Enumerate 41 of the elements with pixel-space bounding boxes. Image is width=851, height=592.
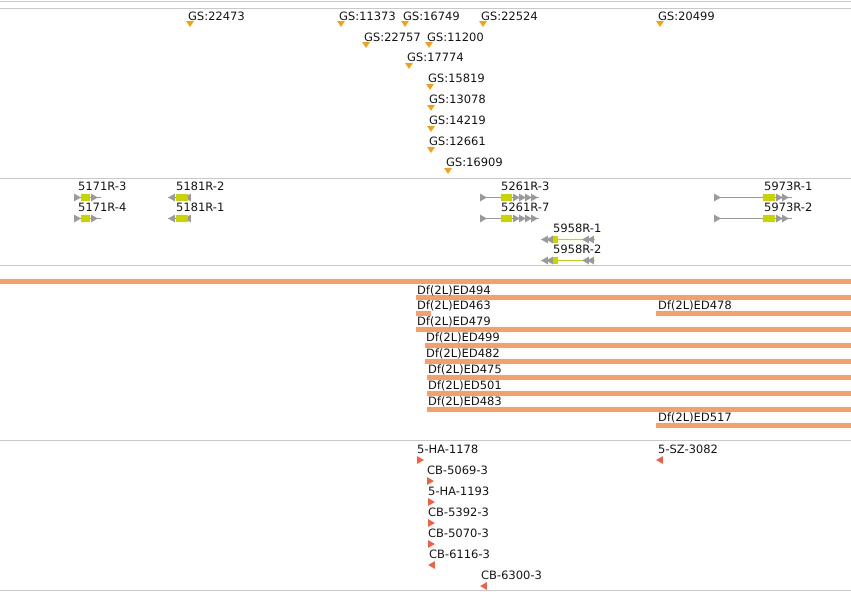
feature-label: GS:20499 <box>658 9 715 23</box>
feature-label: GS:14219 <box>429 113 486 127</box>
feature-label: 5181R-2 <box>176 179 224 193</box>
feature-label: Df(2L)ED499 <box>426 330 500 344</box>
feature-label: CB-5070-3 <box>428 526 489 540</box>
feature-label: Df(2L)ED483 <box>428 394 502 408</box>
feature-label: 5171R-4 <box>78 200 126 214</box>
feature-label: GS:16909 <box>446 155 503 169</box>
feature-label: 5261R-3 <box>501 179 550 193</box>
feature-label: CB-6300-3 <box>481 568 542 582</box>
feature-label: GS:17774 <box>407 50 464 64</box>
feature-label: 5171R-3 <box>78 179 126 193</box>
feature-label: GS:16749 <box>403 9 460 23</box>
feature-label: CB-5069-3 <box>427 463 488 477</box>
feature-label: 5181R-1 <box>176 200 224 214</box>
feature-label: GS:22524 <box>481 9 538 23</box>
feature-label: GS:12661 <box>429 134 486 148</box>
feature-label: GS:22473 <box>188 9 245 23</box>
feature-label: Df(2L)ED517 <box>658 410 732 424</box>
feature-label: 5261R-7 <box>501 200 550 214</box>
feature-label: 5-HA-1193 <box>428 484 490 498</box>
feature-label: 5973R-1 <box>764 179 812 193</box>
feature-label: Df(2L)ED501 <box>428 378 502 392</box>
feature-label: GS:11373 <box>339 9 396 23</box>
feature-label: 5973R-2 <box>764 200 812 214</box>
feature-label: GS:11200 <box>427 30 484 44</box>
feature-label: 5958R-1 <box>553 221 602 235</box>
feature-label: CB-6116-3 <box>429 547 490 561</box>
feature-label: Df(2L)ED475 <box>428 362 502 376</box>
feature-label: Df(2L)ED494 <box>417 283 491 297</box>
feature-label: GS:15819 <box>428 71 485 85</box>
feature-label: Df(2L)ED463 <box>417 298 491 312</box>
feature-label: CB-5392-3 <box>428 505 489 519</box>
feature-label: Df(2L)ED478 <box>658 298 732 312</box>
feature-label: GS:13078 <box>429 92 486 106</box>
feature-label: 5958R-2 <box>553 242 602 256</box>
feature-label: 5-SZ-3082 <box>658 442 718 456</box>
feature-label: Df(2L)ED479 <box>417 314 491 328</box>
feature-label: Df(2L)ED482 <box>426 346 500 360</box>
feature-label: 5-HA-1178 <box>417 442 478 456</box>
feature-label: GS:22757 <box>364 30 421 44</box>
